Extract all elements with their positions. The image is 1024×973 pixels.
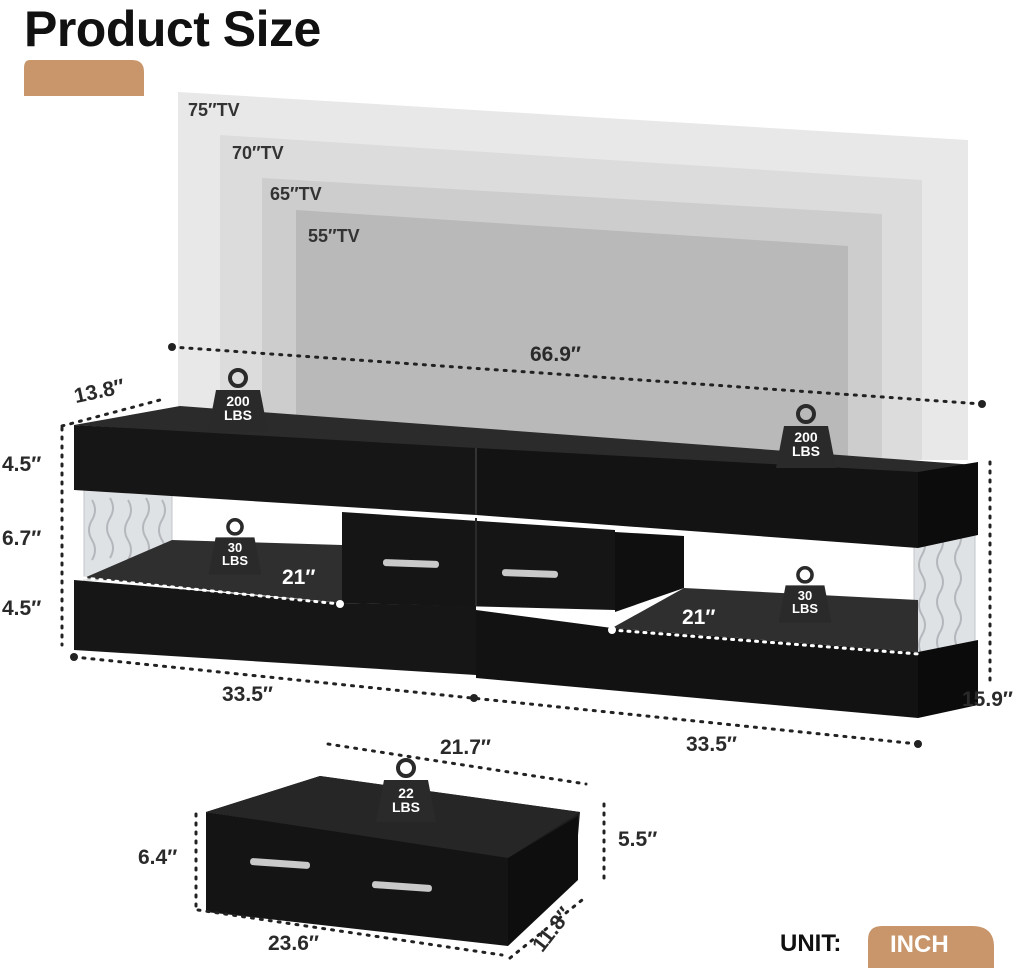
unit-value: INCH <box>890 931 949 958</box>
open-height-label: 6.7″ <box>2 527 42 550</box>
drawer-inner-width-label: 21.7″ <box>440 736 491 759</box>
total-height-label: 15.9″ <box>962 688 1013 711</box>
tv-stand-top-side <box>918 462 978 548</box>
weight-value: 30 <box>227 540 243 555</box>
drawer-width-dim <box>196 908 504 957</box>
loose-drawer-handle-left <box>250 858 311 869</box>
tv-size-label-70: 70″TV <box>232 143 284 163</box>
weight-unit: LBS <box>222 553 248 568</box>
unit-label: UNIT: <box>780 930 842 957</box>
dim-dot <box>914 740 922 748</box>
weight-unit: LBS <box>792 601 818 616</box>
dim-dot <box>608 626 616 634</box>
right-shelf-surface <box>612 588 918 652</box>
drawer-height-label: 6.4″ <box>138 846 178 869</box>
weight-value: 200 <box>226 393 250 409</box>
drawer-handle-right <box>501 569 558 578</box>
weight-unit: LBS <box>392 799 420 815</box>
tv-stand-top-front-right <box>476 448 918 548</box>
weight-value: 30 <box>797 588 813 603</box>
tv-stand-bottom-front-left <box>74 580 476 675</box>
dim-dot <box>978 400 986 408</box>
page-title: Product Size <box>24 1 321 57</box>
weight-value: 22 <box>398 785 414 801</box>
right-half-label: 33.5″ <box>686 733 737 756</box>
dim-dot <box>70 653 78 661</box>
bottom-height-label: 4.5″ <box>2 597 42 620</box>
top-height-label: 4.5″ <box>2 453 42 476</box>
drawer-width-label: 23.6″ <box>268 932 319 955</box>
title-accent-shape <box>24 60 144 96</box>
acrylic-texture <box>88 497 166 561</box>
depth-dimension-line <box>60 398 162 428</box>
drawer-inner-height-label: 5.5″ <box>618 828 658 851</box>
drawer-depth-dim <box>508 898 584 960</box>
tv-stand-bottom-side <box>918 640 978 718</box>
dim-dot <box>470 694 478 702</box>
tv-size-label-55: 55″TV <box>308 226 360 246</box>
bottom-width-dimension <box>72 655 920 746</box>
left-shelf-label: 21″ <box>282 566 316 589</box>
right-shelf-label: 21″ <box>682 606 716 629</box>
unit-pill-shape <box>868 926 994 968</box>
drawer-inner-width-dim <box>326 742 588 786</box>
tv-stand-bottom-front-right <box>476 610 918 718</box>
dim-dot <box>336 600 344 608</box>
drawer-front <box>206 812 508 946</box>
tv-size-label-75: 75″TV <box>188 100 240 120</box>
drawer-side <box>508 816 578 946</box>
tv-55-panel <box>296 210 848 460</box>
tv-stand-top-front-left <box>74 425 476 515</box>
weight-value: 200 <box>794 429 818 445</box>
left-shelf-dim <box>82 576 342 606</box>
center-drawer-block <box>342 512 615 610</box>
weight-unit: LBS <box>792 443 820 459</box>
tv-size-label-65: 65″TV <box>270 184 322 204</box>
overall-width-label: 66.9″ <box>530 343 581 366</box>
tv-stand-top-surface <box>74 406 975 480</box>
weight-unit: LBS <box>224 407 252 423</box>
drawer-handle-left <box>382 559 439 568</box>
dim-dot <box>168 343 176 351</box>
center-divider-block <box>615 532 684 612</box>
right-shelf-dim <box>610 628 920 656</box>
left-half-label: 33.5″ <box>222 683 273 706</box>
loose-drawer-handle-right <box>371 881 432 892</box>
width-dimension-line <box>170 345 984 406</box>
